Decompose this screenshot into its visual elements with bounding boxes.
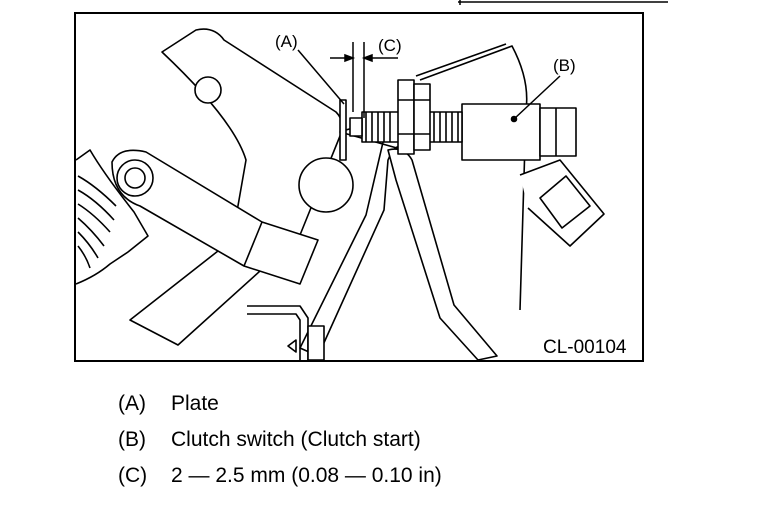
lock-nut-right [413,83,431,151]
legend-text: Clutch switch (Clutch start) [171,428,421,451]
clevis [111,149,319,285]
legend-text: Plate [171,392,219,415]
legend-key: (A) [118,392,146,415]
callout-c: (C) [378,36,402,55]
bracket-hole-pivot [298,157,354,213]
legend-text: 2 — 2.5 mm (0.08 — 0.10 in) [171,464,442,487]
bracket-hole-upper [194,76,222,104]
clevis-eye-inner [124,167,146,189]
legend-key: (B) [118,428,146,451]
gap-dimension [297,42,561,120]
legend-key: (C) [118,464,148,487]
plate [339,99,347,161]
spring [75,149,149,285]
callout-b: (B) [553,56,576,75]
pedal-lever [387,148,498,361]
switch-cap [539,107,577,157]
callout-a: (A) [275,32,298,51]
switch-body [461,103,541,161]
plunger-tip [349,117,363,137]
figure-code: CL-00104 [543,337,627,358]
lock-nut-left [397,79,415,155]
drawing [75,28,605,361]
